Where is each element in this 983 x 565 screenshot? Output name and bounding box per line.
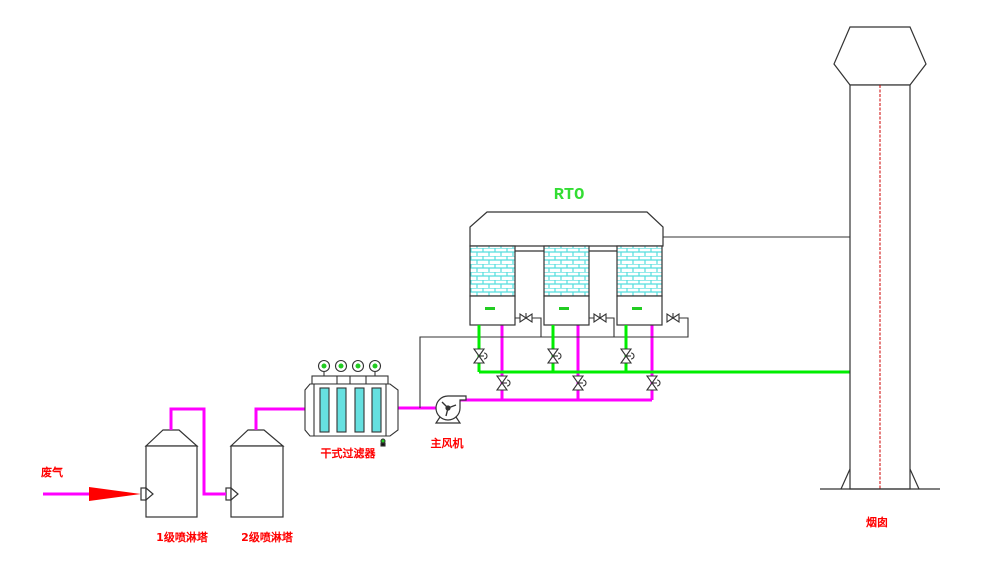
- tower1-label: 1级喷淋塔: [156, 531, 208, 544]
- rto-chamber-1: [469, 245, 516, 326]
- clean-gas-pipes: [477, 325, 850, 374]
- gauge-icons: [317, 359, 382, 373]
- dry-filter-label: 干式过滤器: [320, 447, 376, 460]
- flow-arrow-icon: [89, 487, 141, 501]
- drain-valve-icon: [380, 438, 386, 444]
- rto-chamber-3: [616, 245, 663, 326]
- dry-filter: [304, 359, 399, 447]
- main-fan-label: 主风机: [430, 437, 464, 450]
- valve-icons: [472, 312, 680, 391]
- waste-gas-label: 废气: [41, 466, 63, 479]
- waste-gas-inlet: [43, 487, 141, 501]
- chimney-label: 烟囱: [866, 516, 888, 529]
- tower2-label: 2级喷淋塔: [241, 531, 293, 544]
- spray-tower-2: [225, 429, 285, 518]
- chimney: [820, 26, 940, 490]
- spray-tower-1: [140, 429, 199, 518]
- main-fan-icon: [434, 395, 467, 424]
- rto-label: RTO: [553, 186, 585, 205]
- rto-unit: [469, 211, 664, 326]
- rto-chamber-2: [543, 245, 590, 326]
